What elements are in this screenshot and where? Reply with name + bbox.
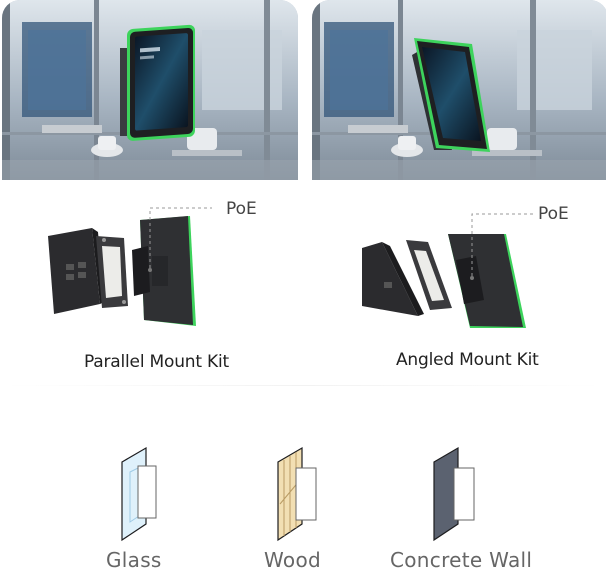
- concrete-panel-icon: [433, 446, 475, 542]
- surface-label-concrete-wall: Concrete Wall: [390, 548, 533, 572]
- wood-panel-icon: [277, 446, 317, 542]
- surface-label-glass: Glass: [106, 548, 162, 572]
- panel-device: [132, 216, 196, 326]
- angled-panel-device: [448, 234, 526, 328]
- angled-mount-photo: [312, 0, 606, 180]
- section-divider: [0, 385, 606, 386]
- parallel-mount-kit-diagram: [48, 207, 212, 326]
- angled-mount-kit-diagram: [362, 213, 534, 328]
- parallel-poe-label: PoE: [226, 199, 257, 219]
- angled-mount-kit-label: Angled Mount Kit: [396, 350, 539, 370]
- surface-label-wood: Wood: [264, 548, 321, 572]
- parallel-mount-kit-label: Parallel Mount Kit: [84, 352, 229, 372]
- back-box: [48, 228, 104, 314]
- parallel-mount-photo: [2, 0, 298, 180]
- angled-poe-label: PoE: [538, 204, 569, 224]
- mounting-bracket: [96, 236, 128, 308]
- angled-mounting-bracket: [406, 240, 452, 310]
- angled-back-box: [362, 242, 424, 316]
- glass-panel-icon: [121, 446, 157, 542]
